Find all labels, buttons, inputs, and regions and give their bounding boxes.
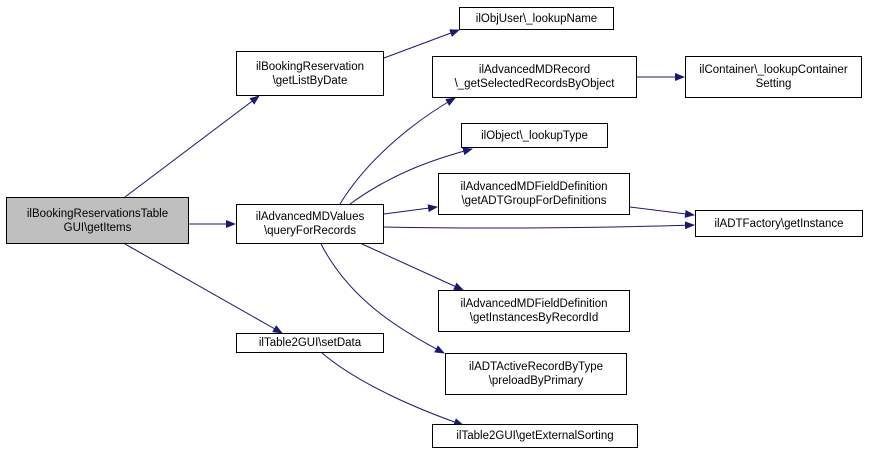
node-label-line1: ilAdvancedMDRecord (478, 64, 591, 76)
node-advancedmdvalues-queryforrecords[interactable]: ilAdvancedMDValues \queryForRecords (236, 204, 384, 244)
node-object-lookuptype[interactable]: ilObject\_lookupType (461, 123, 608, 148)
node-bookingreservationstablegui-getitems: ilBookingReservationsTable GUI\getItems (6, 197, 189, 244)
edge-root-to-table2gui-setdata (124, 243, 283, 334)
edge-booking-getlistbydate-to-objuser-lookupname (383, 29, 460, 59)
node-label-line2: \queryForRecords (263, 225, 357, 237)
node-label-line1: ilADTActiveRecordByType (469, 361, 603, 373)
node-label-line2: \_getSelectedRecordsByObject (454, 78, 615, 90)
node-label-line1: ilTable2GUI\setData (258, 337, 362, 349)
node-advancedmdfielddefinition-getinstancesbyrecordid[interactable]: ilAdvancedMDFieldDefinition \getInstance… (438, 290, 630, 332)
node-label-line1: ilContainer\_lookupContainer (699, 64, 848, 76)
node-label-line2: GUI\getItems (63, 221, 132, 234)
edge-advmd-queryforrecords-to-advmdrecord-getselected (339, 97, 456, 205)
edge-advmd-queryforrecords-to-fielddef-getinstances (361, 243, 464, 291)
edge-advmd-queryforrecords-to-adtfactory-getinstance (383, 221, 695, 230)
node-adtfactory-getinstance[interactable]: ilADTFactory\getInstance (695, 210, 863, 237)
node-label-line1: ilObject\_lookupType (481, 129, 588, 142)
node-label-line2: Setting (755, 78, 792, 90)
node-table2gui-setdata[interactable]: ilTable2GUI\setData (236, 333, 384, 353)
node-label-line1: ilAdvancedMDFieldDefinition (460, 298, 608, 310)
node-advancedmdfielddefinition-getadtgroupfordefinitions[interactable]: ilAdvancedMDFieldDefinition \getADTGroup… (438, 173, 630, 215)
node-label-line1: ilObjUser\_lookupName (475, 12, 598, 25)
node-label-line1: ilADTFactory\getInstance (714, 217, 844, 230)
node-label-line1: ilAdvancedMDFieldDefinition (460, 181, 608, 193)
edge-fielddef-getadtgroup-to-adtfactory-getinstance (629, 206, 695, 218)
node-label-line2: \preloadByPrimary (488, 375, 584, 387)
node-advancedmdrecord-getselectedrecordsbyobject[interactable]: ilAdvancedMDRecord \_getSelectedRecordsB… (432, 56, 637, 98)
node-label-line1: ilTable2GUI\getExternalSorting (456, 430, 614, 442)
node-bookingreservation-getlistbydate[interactable]: ilBookingReservation \getListByDate (236, 51, 384, 96)
edge-advmd-queryforrecords-to-adtactiverecord-preload (320, 243, 445, 354)
node-objuser-lookupname[interactable]: ilObjUser\_lookupName (459, 7, 614, 30)
node-label-line2: \getInstancesByRecordId (469, 312, 599, 324)
node-container-lookupcontainersetting[interactable]: ilContainer\_lookupContainer Setting (685, 56, 862, 98)
node-label-line1: ilBookingReservation (255, 60, 365, 73)
node-table2gui-getexternalsorting[interactable]: ilTable2GUI\getExternalSorting (432, 424, 638, 448)
edge-table2gui-setdata-to-table2gui-getexternalsorting (321, 352, 464, 426)
edge-advmd-queryforrecords-to-object-lookuptype (349, 147, 473, 205)
node-label-line2: \getADTGroupForDefinitions (461, 195, 607, 207)
node-adtactiverecordbytype-preloadbyprimary[interactable]: ilADTActiveRecordByType \preloadByPrimar… (445, 353, 627, 395)
edge-root-to-booking-getlistbydate (124, 95, 260, 198)
node-label-line1: ilBookingReservationsTable (26, 207, 169, 220)
node-label-line1: ilAdvancedMDValues (255, 211, 365, 223)
edge-advmd-queryforrecords-to-fielddef-getadtgroup (383, 204, 438, 215)
node-label-line2: \getListByDate (272, 74, 348, 87)
